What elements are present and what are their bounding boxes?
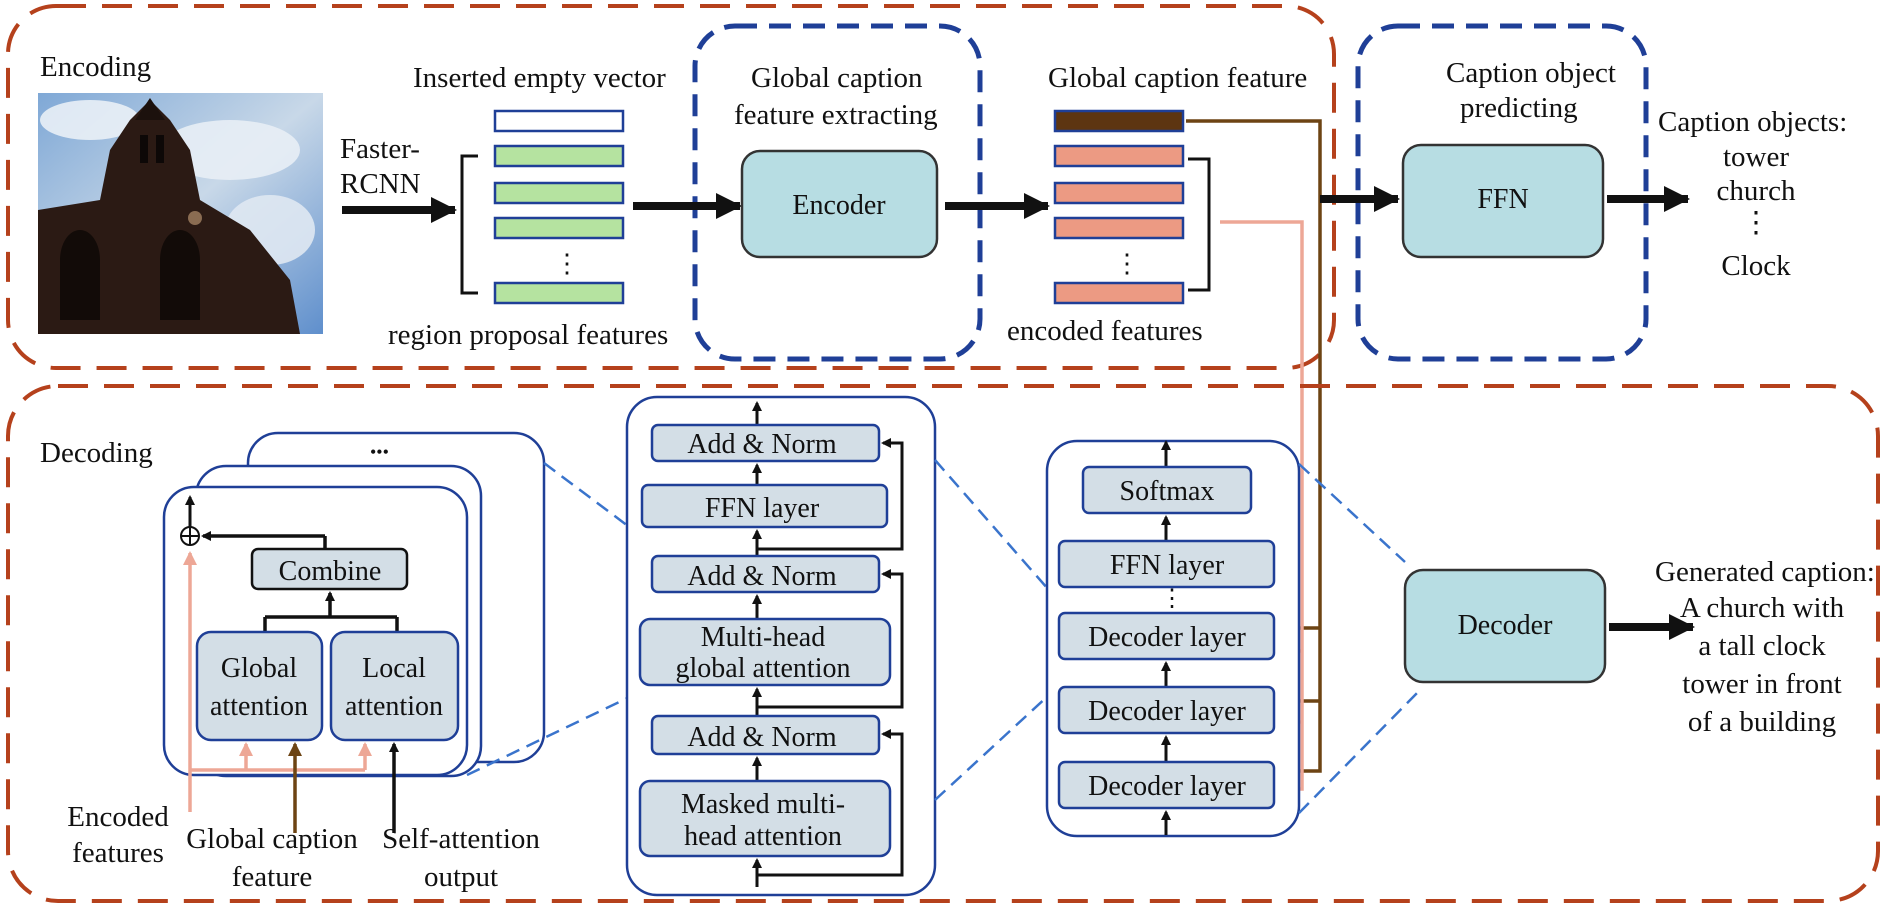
decoder-layer-box: [1057, 685, 1276, 735]
region-proposal-features-label: region proposal features: [388, 319, 668, 351]
global-extract-title-line1: Global caption: [751, 62, 923, 94]
softmax-box: [1081, 465, 1253, 515]
region-vector: [493, 216, 625, 240]
masked-multi-head-line1: Masked multi-: [681, 789, 845, 820]
softmax-label: Softmax: [1120, 476, 1215, 507]
decoder-layer-label: Decoder layer: [1088, 696, 1246, 727]
encoded-features-input-line1: Encoded: [67, 801, 169, 833]
inserted-empty-vector-label: Inserted empty vector: [413, 62, 666, 94]
region-dots: ⋮: [554, 249, 580, 278]
global-caption-input-line1: Global caption: [186, 823, 358, 855]
multi-head-global-line1: Multi-head: [701, 622, 825, 653]
region-vector: [493, 281, 625, 305]
generated-caption-line: of a building: [1688, 706, 1836, 738]
ffn-layer-box-mid: [640, 483, 889, 529]
global-caption-feature-label: Global caption feature: [1048, 62, 1307, 94]
self-attention-input-line1: Self-attention: [382, 823, 540, 855]
ffn-layer-label-stack: FFN layer: [1110, 550, 1225, 581]
self-attention-input-line2: output: [424, 861, 498, 893]
encoder-label: Encoder: [792, 190, 886, 221]
masked-multi-head-box: [638, 779, 892, 858]
masked-multi-head-line2: head attention: [684, 821, 842, 852]
residual-2: [757, 569, 904, 709]
decoding-section-label: Decoding: [40, 437, 153, 469]
decoder-layer-label: Decoder layer: [1088, 771, 1246, 802]
global-caption-vector: [1053, 109, 1185, 133]
decoder-layer-label: Decoder layer: [1088, 622, 1246, 653]
encoded-bracket: [1188, 157, 1211, 292]
input-image: [38, 93, 323, 334]
global-attention-label-line1: Global: [221, 653, 297, 684]
region-vector: [493, 144, 625, 168]
add-norm-box-top: [650, 423, 881, 463]
global-attention-label-line2: attention: [210, 691, 308, 722]
predict-title-line1: Caption object: [1446, 57, 1616, 89]
encoding-section-frame: [6, 4, 1336, 370]
zoom-connector: [1298, 689, 1421, 814]
add-norm-label-top: Add & Norm: [687, 429, 837, 460]
decoder-box: [1403, 568, 1607, 684]
region-vector: [493, 181, 625, 205]
multi-head-global-line2: global attention: [676, 653, 851, 684]
encoder-box: [740, 149, 939, 259]
global-caption-input-line2: feature: [232, 861, 313, 893]
add-norm-box-mid: [650, 554, 881, 594]
caption-object: tower: [1723, 141, 1789, 173]
combine-label: Combine: [279, 556, 382, 587]
ffn-layer-label-mid: FFN layer: [705, 493, 820, 524]
global-extract-frame: [692, 23, 983, 362]
caption-object-dots: ⋮: [1742, 207, 1771, 239]
ffn-box: [1401, 143, 1605, 259]
ffn-label: FFN: [1477, 184, 1528, 215]
decoding-section-frame: [6, 384, 1880, 903]
generated-caption-line: tower in front: [1682, 668, 1841, 700]
zoom-connector: [466, 690, 641, 777]
faster-rcnn-label-line1: Faster-: [340, 133, 420, 165]
encoded-vector: [1053, 281, 1185, 305]
add-norm-box-bottom: [650, 714, 881, 756]
stack-dots: •••: [370, 442, 389, 462]
encoding-section-label: Encoding: [40, 51, 151, 83]
caption-object: Clock: [1721, 250, 1791, 282]
predict-frame: [1355, 23, 1649, 362]
add-norm-label-mid: Add & Norm: [687, 561, 837, 592]
generated-caption-line: a tall clock: [1698, 630, 1826, 662]
encoded-dots: ⋮: [1114, 249, 1140, 278]
local-attention-label-line1: Local: [362, 653, 426, 684]
generated-caption-title: Generated caption:: [1655, 556, 1875, 588]
zoom-connector: [543, 462, 641, 536]
zoom-connector: [934, 459, 1063, 606]
add-norm-label-bottom: Add & Norm: [687, 722, 837, 753]
encoded-vector: [1053, 216, 1185, 240]
zoom-connector: [1298, 463, 1406, 563]
residual-3: [757, 438, 904, 551]
generated-caption-line: A church with: [1680, 592, 1845, 624]
decoder-layer-box: [1057, 611, 1276, 661]
predict-title-line2: predicting: [1460, 92, 1578, 124]
encoded-features-label: encoded features: [1007, 315, 1203, 347]
multi-head-global-box: [638, 617, 892, 687]
combine-box: [250, 547, 409, 591]
stack-vdots: ⋮: [1160, 586, 1184, 612]
ffn-layer-box-stack: [1057, 539, 1276, 589]
caption-objects-title: Caption objects:: [1658, 106, 1847, 138]
caption-object: church: [1717, 175, 1796, 207]
faster-rcnn-label-line2: RCNN: [340, 168, 421, 200]
zoom-connector: [934, 682, 1063, 801]
encoded-features-input-line2: features: [72, 837, 164, 869]
decoder-layer-box: [1057, 760, 1276, 810]
local-attention-label-line2: attention: [345, 691, 443, 722]
encoded-vector: [1053, 144, 1185, 168]
local-attention-box: [329, 630, 460, 742]
empty-vector: [493, 109, 625, 133]
global-attention-box: [195, 630, 324, 742]
region-bracket: [460, 154, 478, 295]
residual-1: [757, 729, 904, 877]
decoder-label: Decoder: [1458, 610, 1554, 641]
global-extract-title-line2: feature extracting: [734, 99, 938, 131]
encoded-vector: [1053, 181, 1185, 205]
